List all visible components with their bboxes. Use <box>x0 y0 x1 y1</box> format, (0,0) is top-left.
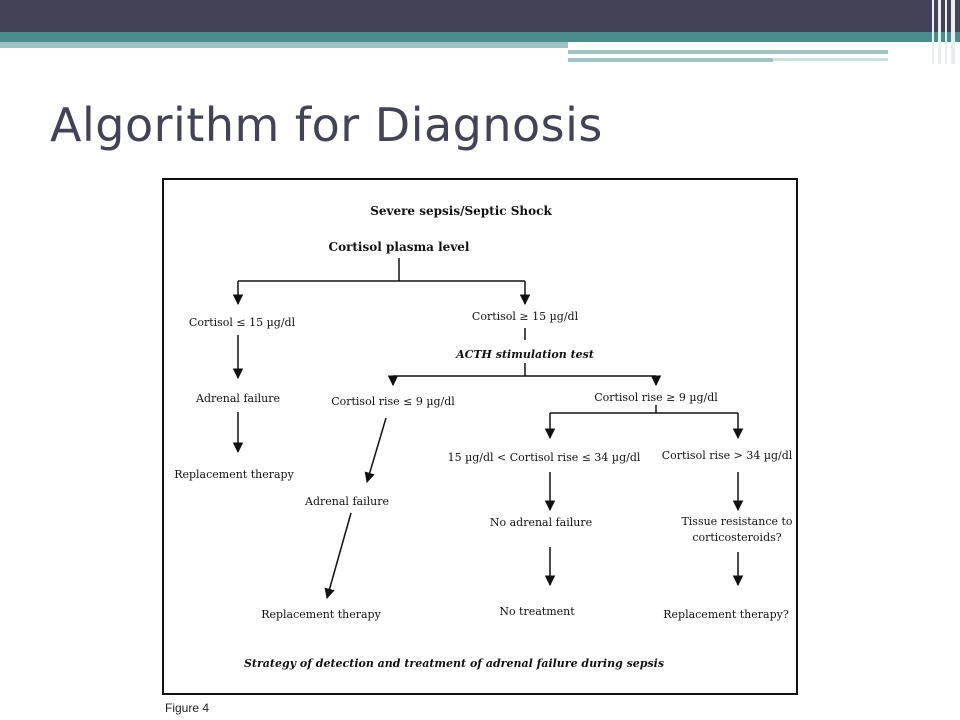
node-root: Severe sepsis/Septic Shock <box>370 204 552 218</box>
flowchart-svg: Severe sepsis/Septic Shock Cortisol plas… <box>174 204 793 670</box>
light-band <box>0 42 568 48</box>
node-no-adrenal-failure: No adrenal failure <box>490 516 592 529</box>
node-rise-over-34: Cortisol rise > 34 µg/dl <box>662 449 793 462</box>
node-no-treatment: No treatment <box>499 605 575 618</box>
corner-stripes <box>930 0 960 64</box>
node-cortisol-level: Cortisol plasma level <box>329 240 470 254</box>
node-replacement-q: Replacement therapy? <box>663 608 789 621</box>
accent-band <box>0 32 960 42</box>
flowchart-figure: Severe sepsis/Septic Shock Cortisol plas… <box>162 178 798 695</box>
node-high-cortisol: Cortisol ≥ 15 µg/dl <box>472 310 579 323</box>
node-replacement-mid: Replacement therapy <box>261 608 381 621</box>
node-adrenal-failure-left: Adrenal failure <box>195 392 280 405</box>
figure-label: Figure 4 <box>165 701 210 715</box>
node-low-cortisol: Cortisol ≤ 15 µg/dl <box>189 316 296 329</box>
node-tissue-resistance-line1: Tissue resistance to <box>681 515 792 528</box>
node-rise-mid-range: 15 µg/dl < Cortisol rise ≤ 34 µg/dl <box>448 451 641 464</box>
arrow-to-adrenal-failure-mid <box>364 417 387 484</box>
arrow-to-replacement-mid <box>324 512 352 600</box>
node-acth-test: ACTH stimulation test <box>455 348 594 361</box>
figure-caption: Strategy of detection and treatment of a… <box>244 657 664 670</box>
node-replacement-left: Replacement therapy <box>174 468 294 481</box>
stripe-band <box>568 42 960 64</box>
node-adrenal-failure-mid: Adrenal failure <box>304 495 389 508</box>
node-rise-high: Cortisol rise ≥ 9 µg/dl <box>594 391 718 404</box>
top-bar <box>0 0 960 32</box>
node-tissue-resistance-line2: corticosteroids? <box>692 531 781 544</box>
node-rise-low: Cortisol rise ≤ 9 µg/dl <box>331 395 455 408</box>
slide-title: Algorithm for Diagnosis <box>50 98 603 152</box>
